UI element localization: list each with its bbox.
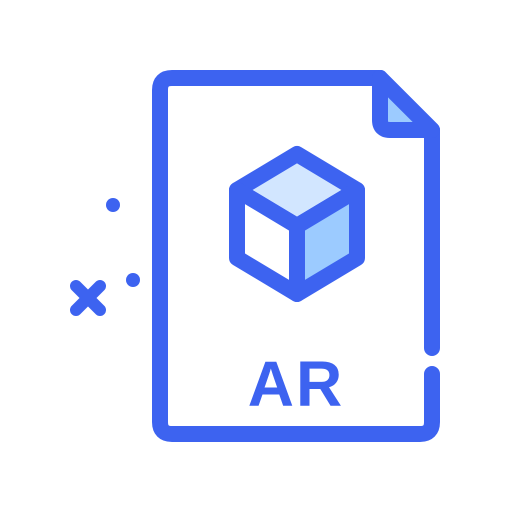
sparkle-decoration — [106, 198, 140, 287]
cube-right-face — [289, 182, 365, 302]
document-body-outline — [152, 70, 440, 442]
dot-icon — [106, 198, 120, 212]
dot-icon — [126, 273, 140, 287]
ar-label: AR — [248, 348, 344, 420]
folded-corner — [372, 70, 440, 138]
cube-icon — [229, 146, 365, 302]
cross-icon — [70, 280, 106, 316]
